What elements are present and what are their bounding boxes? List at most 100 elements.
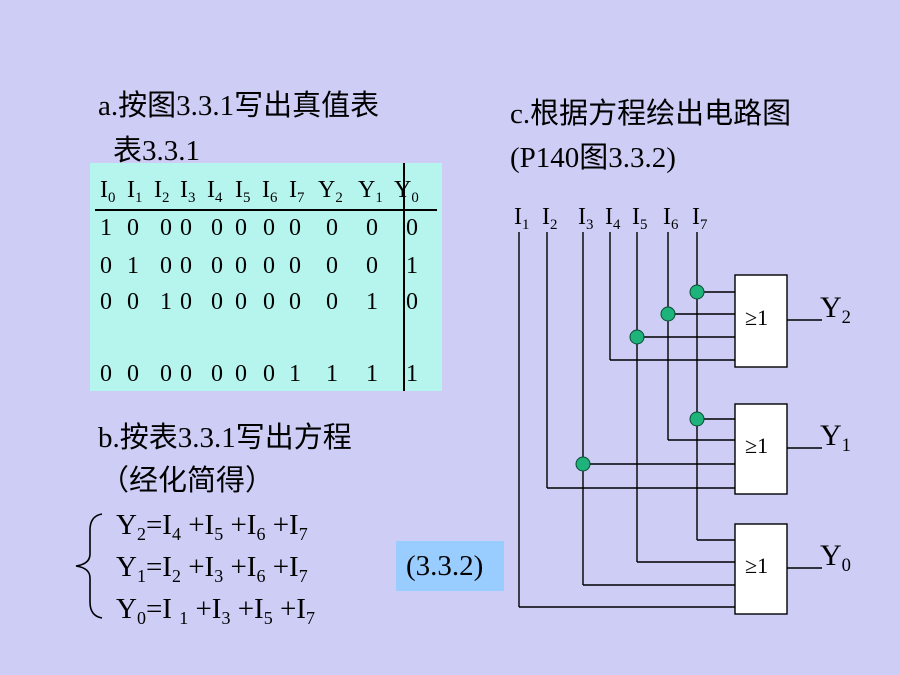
table-cell-input: 0 [235, 215, 247, 241]
table-cell-input: 1 [289, 361, 301, 387]
equation-lhs-letter: Y [116, 593, 137, 625]
table-cell-output: 0 [326, 253, 338, 279]
header-input-subscript: 0 [108, 189, 116, 206]
equation-lhs-subscript: 0 [136, 607, 146, 628]
table-cell-input: 0 [235, 289, 247, 315]
table-cell-input: 0 [127, 289, 139, 315]
header-output-letter: Y [358, 177, 376, 203]
table-cell-input: 0 [127, 215, 139, 241]
section-b-title: b.按表3.3.1写出方程 [98, 422, 352, 454]
input-label: I5 [632, 203, 648, 233]
table-cell-output: 1 [326, 361, 338, 387]
header-input: I1 [127, 175, 142, 205]
output-label-subscript: 1 [841, 434, 851, 456]
equation-term-subscript: 4 [171, 523, 181, 544]
equation-Y1: Y1=I2 +I3 +I6 +I7 [116, 550, 308, 585]
input-label: I1 [514, 203, 529, 232]
header-output: Y2 [318, 175, 343, 205]
table-cell-input: 0 [289, 215, 301, 241]
header-input: I0 [100, 175, 115, 205]
output-label-letter: Y [820, 419, 842, 452]
junction-dot [660, 306, 676, 322]
circuit-junctions [575, 284, 705, 472]
input-label: I2 [542, 203, 558, 233]
table-cell-input: 1 [127, 253, 139, 279]
equation-term-letter: =I [145, 509, 172, 541]
header-output: Y0 [394, 175, 419, 205]
table-cell-input: 0 [263, 215, 275, 241]
equation-term-subscript: 6 [256, 523, 266, 544]
table-cell-input: 0 [100, 361, 112, 387]
table-cell-input: 0 [180, 289, 192, 315]
equation-Y0: Y0=I 1 +I3 +I5 +I7 [116, 592, 315, 628]
equation-term-letter: +I [180, 551, 215, 583]
table-cell-input: 0 [180, 215, 192, 241]
output-label-letter: Y [820, 539, 842, 572]
input-label-letter: I [514, 204, 522, 230]
header-output-subscript: 1 [375, 189, 383, 206]
output-label-letter: Y [820, 291, 842, 324]
section-c-reference: (P140图3.3.2) [510, 142, 676, 174]
table-cell-input: 0 [160, 253, 172, 279]
table-caption: 表3.3.1 [113, 135, 201, 167]
section-c-title: c.根据方程绘出电路图 [510, 98, 792, 130]
input-label-letter: I [692, 204, 700, 230]
gate-symbol: ≥1 [745, 305, 769, 330]
equation-term-letter: +I [180, 509, 215, 541]
equation-Y2: Y2=I4 +I5 +I6 +I7 [116, 508, 308, 544]
equation-number: (3.3.2) [406, 550, 484, 582]
equation-term-subscript: 1 [179, 607, 189, 628]
table-cell-input: 1 [100, 215, 112, 241]
equation-term-subscript: 5 [263, 607, 273, 628]
header-input: I3 [180, 175, 195, 205]
equation-term-letter: +I [230, 593, 264, 625]
table-cell-output: 1 [366, 361, 378, 387]
input-label-subscript: 3 [586, 216, 594, 233]
junction-dot [689, 411, 705, 427]
gate-symbol: ≥1 [745, 433, 769, 458]
equation-lhs-letter: Y [116, 509, 137, 541]
header-input-subscript: 1 [135, 189, 143, 206]
header-input-letter: I [154, 177, 162, 203]
equation-term-letter: +I [265, 509, 299, 541]
header-input: I5 [235, 175, 250, 205]
header-input-letter: I [262, 177, 270, 203]
left-brace [75, 513, 103, 619]
circuit-wires [518, 232, 822, 608]
table-cell-input: 0 [211, 289, 223, 315]
header-input-subscript: 7 [297, 189, 305, 206]
header-input-subscript: 3 [188, 189, 196, 206]
table-cell-input: 0 [235, 253, 247, 279]
equation-term-subscript: 7 [305, 607, 315, 628]
input-label-subscript: 6 [671, 216, 679, 233]
header-input-subscript: 2 [162, 189, 170, 206]
input-label-letter: I [578, 204, 586, 230]
input-label-subscript: 2 [550, 216, 558, 233]
table-cell-input: 0 [211, 215, 223, 241]
input-label-letter: I [663, 204, 671, 230]
header-input: I7 [289, 175, 304, 205]
header-input-letter: I [207, 177, 215, 203]
equation-term-subscript: 7 [298, 523, 308, 544]
section-a-title: a.按图3.3.1写出真值表 [98, 90, 380, 122]
table-cell-output: 0 [366, 215, 378, 241]
header-input-letter: I [180, 177, 188, 203]
header-input: I6 [262, 175, 277, 205]
input-label-subscript: 5 [640, 216, 648, 233]
table-cell-output: 0 [326, 215, 338, 241]
junction-dot [689, 284, 705, 300]
equation-lhs-subscript: 2 [136, 523, 146, 544]
equation-lhs-letter: Y [116, 551, 137, 583]
header-output-letter: Y [318, 177, 336, 203]
junction-dot [575, 456, 591, 472]
table-cell-input: 0 [263, 289, 275, 315]
header-input-subscript: 4 [215, 189, 223, 206]
or-gate-Y1 [734, 403, 788, 495]
input-label: I3 [578, 203, 594, 233]
table-cell-output: 1 [406, 361, 418, 387]
table-cell-input: 0 [160, 361, 172, 387]
equation-term-letter: +I [272, 593, 306, 625]
equation-term-letter: +I [188, 593, 222, 625]
table-cell-output: 1 [366, 289, 378, 315]
